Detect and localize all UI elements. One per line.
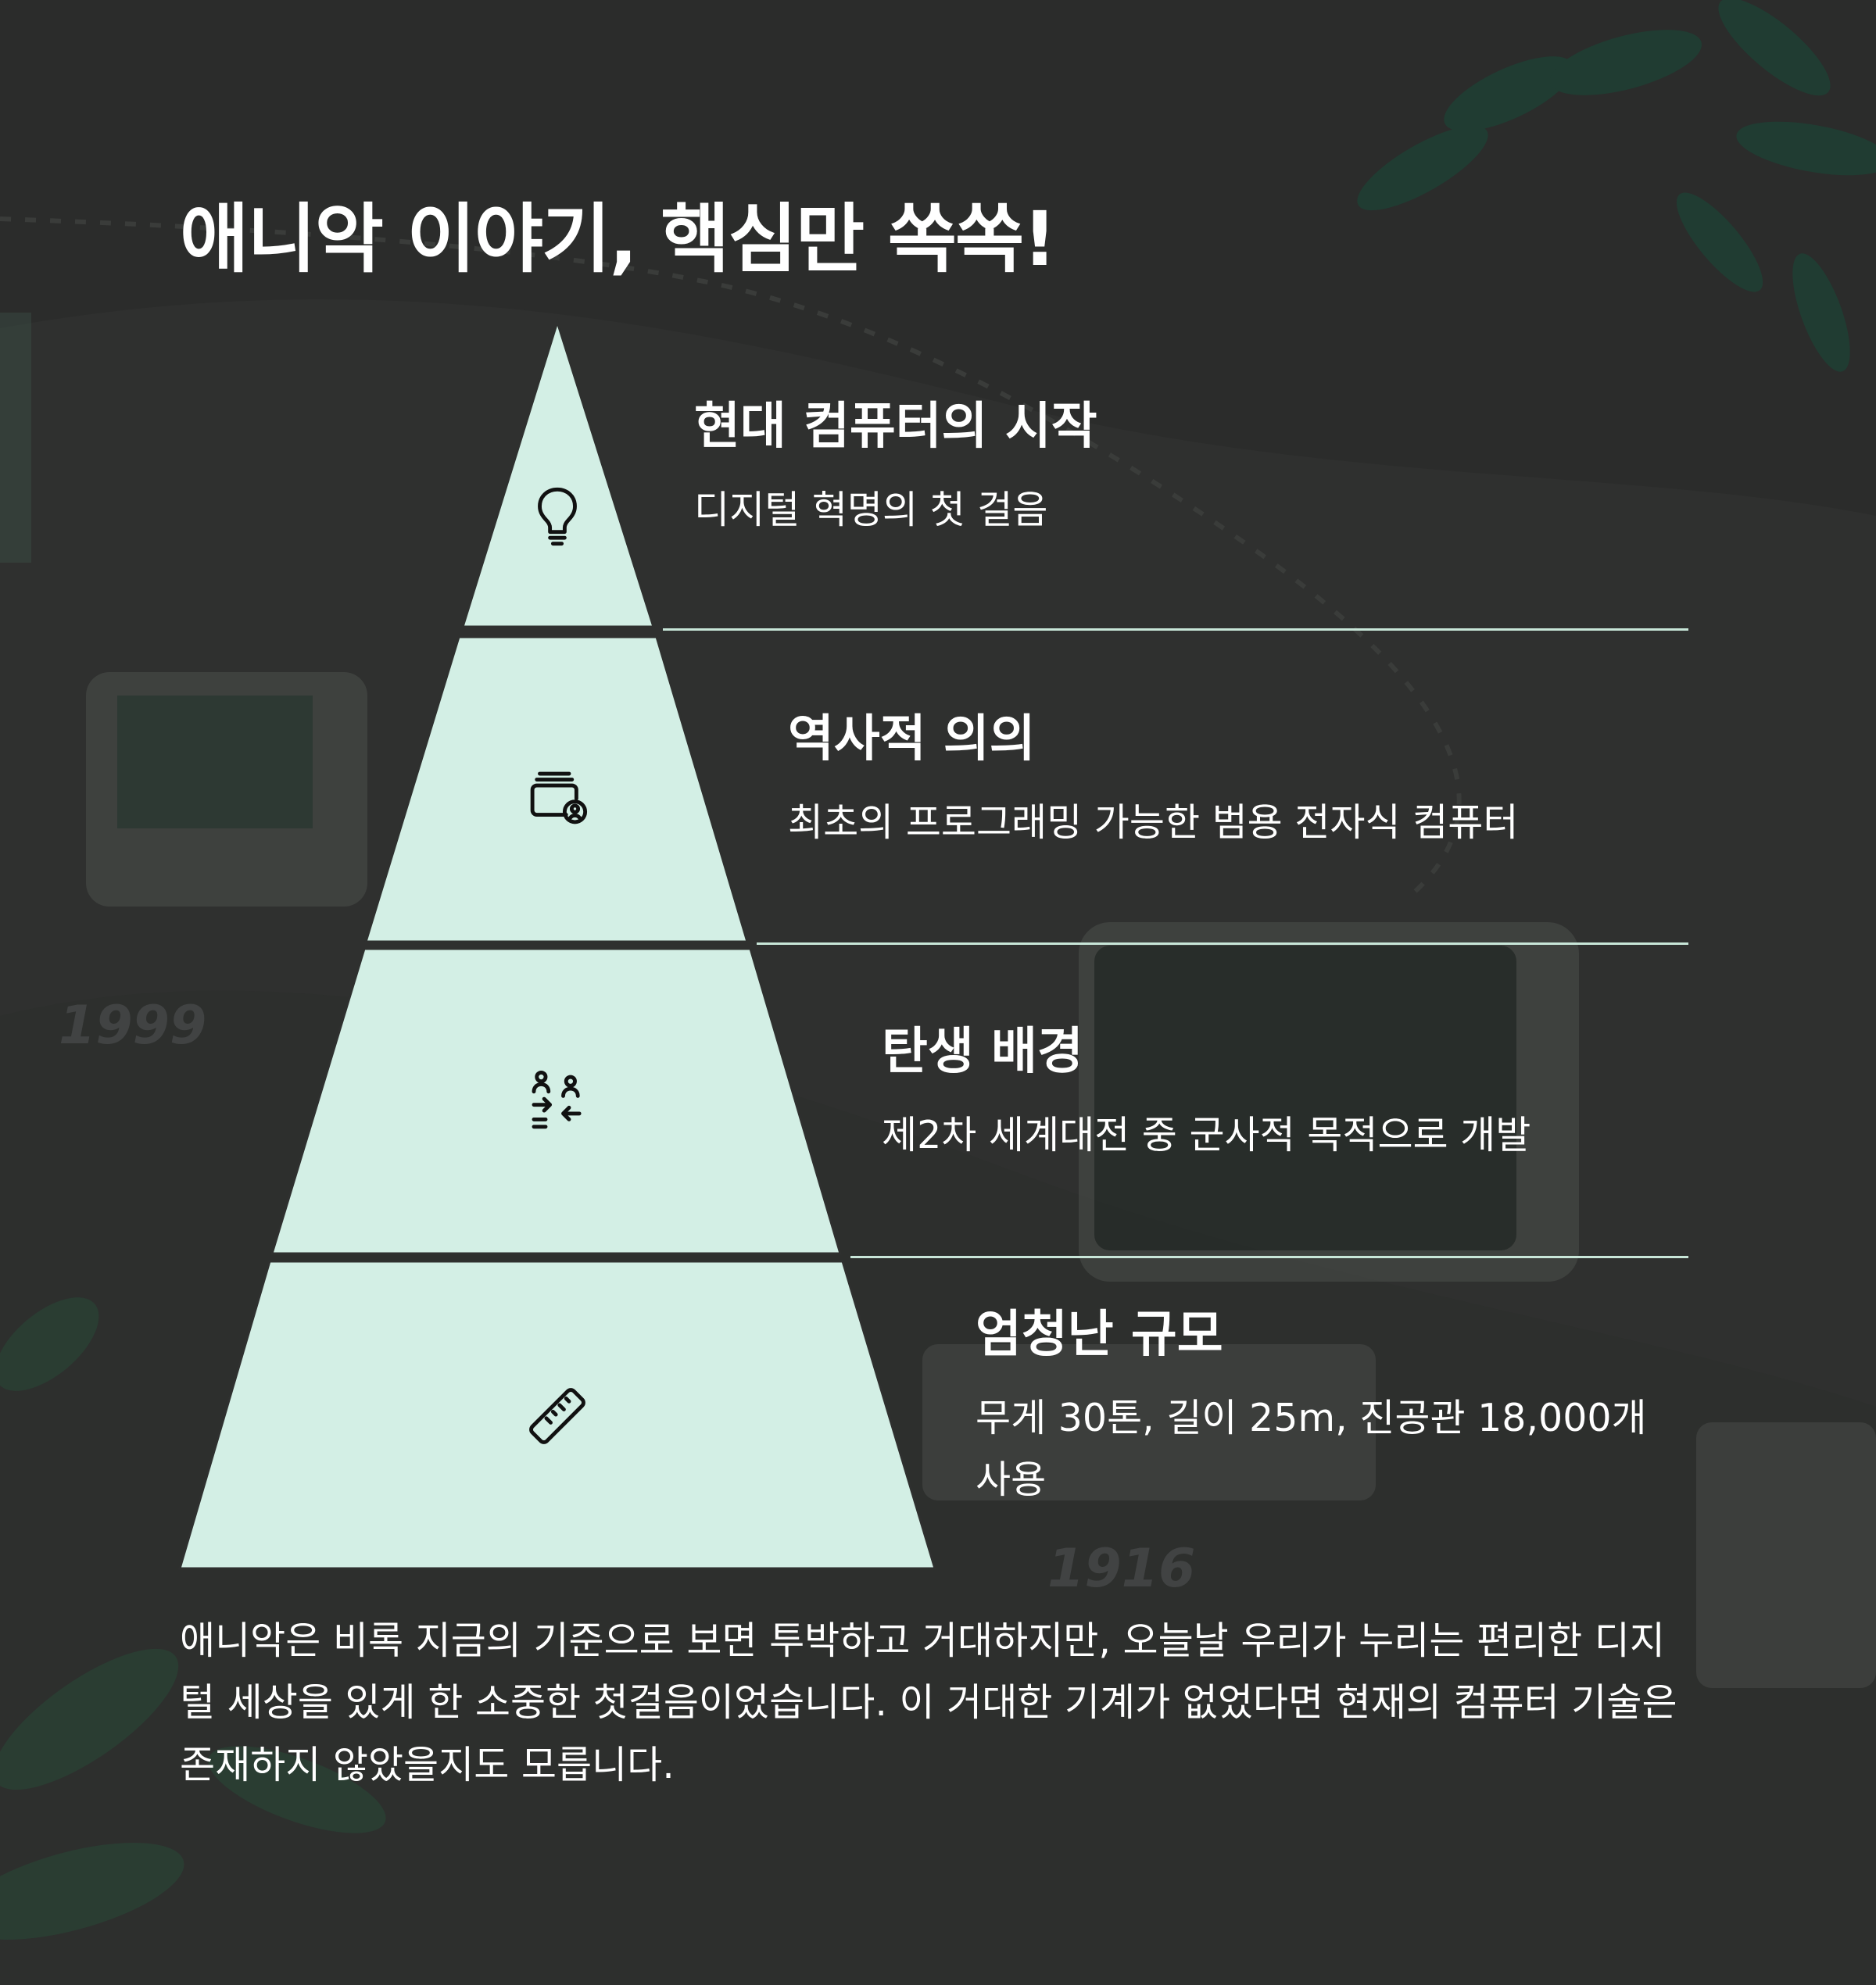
- people-exchange-icon: [522, 1065, 593, 1136]
- level-4-text: 엄청난 규모 무게 30톤, 길이 25m, 진공관 18,000개 사용: [976, 1305, 1663, 1511]
- summary-paragraph: 애니악은 비록 지금의 기준으로 보면 투박하고 거대하지만, 오늘날 우리가 …: [180, 1618, 1677, 1787]
- level-4-description: 무게 30톤, 길이 25m, 진공관 18,000개 사용: [976, 1395, 1647, 1503]
- level-3-text: 탄생 배경 제2차 세계대전 중 군사적 목적으로 개발: [882, 1022, 1531, 1166]
- level-3-description: 제2차 세계대전 중 군사적 목적으로 개발: [882, 1112, 1531, 1157]
- ruler-icon: [522, 1381, 593, 1451]
- level-1-description: 디지털 혁명의 첫 걸음: [694, 487, 1048, 532]
- level-2-text: 역사적 의의 최초의 프로그래밍 가능한 범용 전자식 컴퓨터: [788, 710, 1518, 853]
- level-2-description: 최초의 프로그래밍 가능한 범용 전자식 컴퓨터: [788, 799, 1519, 845]
- svg-text:1916: 1916: [1047, 1538, 1195, 1600]
- level-2-divider: [757, 942, 1688, 945]
- svg-text:1999: 1999: [59, 995, 206, 1057]
- wallet-user-icon: [522, 762, 593, 832]
- pyramid-level-2: [363, 635, 750, 943]
- pyramid-level-3: [270, 947, 843, 1255]
- lightbulb-icon: [522, 481, 593, 551]
- level-2-heading: 역사적 의의: [788, 710, 1036, 768]
- pyramid-level-1: [460, 317, 656, 628]
- level-1-divider: [663, 628, 1688, 631]
- level-4-heading: 엄청난 규모: [976, 1306, 1223, 1364]
- level-3-divider: [850, 1256, 1688, 1258]
- level-1-heading: 현대 컴퓨터의 시작: [694, 398, 1097, 456]
- page-title: 애니악 이야기, 핵심만 쏙쏙!: [180, 195, 1057, 283]
- level-3-heading: 탄생 배경: [882, 1023, 1083, 1081]
- level-1-text: 현대 컴퓨터의 시작 디지털 혁명의 첫 걸음: [694, 397, 1097, 541]
